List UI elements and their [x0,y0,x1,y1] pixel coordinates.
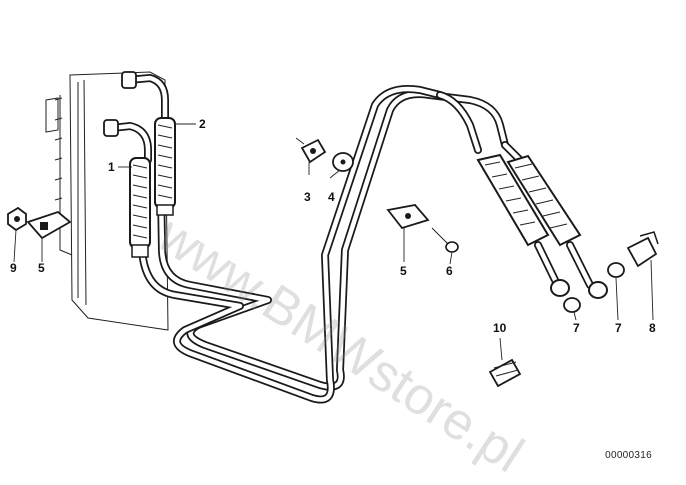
bracket-5-left [26,210,72,240]
callout-6: 6 [446,264,453,278]
callout-4: 4 [328,190,335,204]
callout-5-left: 5 [38,261,45,275]
hose-1 [103,119,152,258]
oil-cooler-pipes [138,85,509,404]
adapter-10 [488,358,522,388]
bracket-5-right [386,204,430,230]
reference-code: 00000316 [605,450,652,461]
washer-4 [332,152,354,172]
callout-2: 2 [199,117,206,131]
hose-2 [121,71,176,216]
union-8 [626,231,659,268]
leader-lines [13,123,654,361]
clip-3 [300,138,327,164]
callout-7-right: 7 [615,321,622,335]
callout-7-left: 7 [573,321,580,335]
screw-6 [431,227,459,253]
seal-ring-7-left [563,297,581,313]
nut-9 [7,206,27,232]
callout-3: 3 [304,190,311,204]
callout-5-right: 5 [400,264,407,278]
callout-9: 9 [10,261,17,275]
seal-ring-7-right [607,262,625,278]
radiator [45,71,169,331]
callout-8: 8 [649,321,656,335]
callout-1: 1 [108,160,115,174]
callout-10: 10 [493,321,507,335]
right-hoses [476,141,608,299]
